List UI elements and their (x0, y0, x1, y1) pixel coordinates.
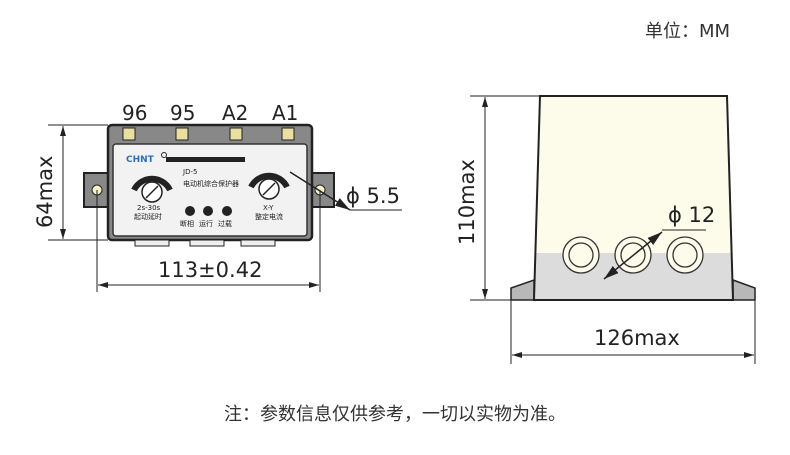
indicator-led-icon (185, 206, 195, 216)
front-height-dim: 64max (33, 156, 57, 228)
knob-scale-left (131, 175, 173, 192)
model-label: JD-5 (182, 168, 197, 176)
product-name: 电动机综合保护器 (183, 179, 239, 188)
body-outline (532, 95, 735, 301)
indicator-label: 过载 (218, 219, 232, 228)
label-strip (166, 157, 245, 162)
knob-scale-right (248, 172, 290, 189)
front-width-dim: 113±0.42 (158, 258, 262, 282)
brand-logo: CHNT (126, 155, 155, 165)
side-height-dim: 110max (455, 159, 479, 245)
footer-note: 注：参数信息仅供参考，一切以实物为准。 (224, 404, 566, 425)
indicator-led-icon (222, 206, 232, 216)
indicator-led-icon (203, 206, 213, 216)
cable-hole-dim: ϕ 12 (668, 203, 715, 227)
side-width-dim: 126max (594, 326, 680, 350)
terminal-label: 96 (122, 101, 147, 125)
terminal-screws (122, 127, 295, 141)
right-knob-label: 整定电流 (255, 212, 283, 221)
front-panel (112, 143, 308, 237)
left-knob-range: 2s-30s (137, 204, 161, 212)
unit-label: 单位：MM (645, 21, 730, 42)
indicator-label: 运行 (199, 219, 213, 228)
side-view: ϕ 12 110max 126max (455, 95, 756, 364)
front-view: 96 95 A2 A1 CHNT JD-5 电动机综合保护器 2s-30s (33, 101, 402, 292)
terminal-labels: 96 95 A2 A1 (122, 101, 298, 125)
terminal-label: A1 (272, 101, 298, 125)
body-upper (536, 96, 731, 253)
foot-left (510, 278, 535, 301)
terminal-label: A2 (222, 101, 248, 125)
right-knob-range: X-Y (263, 204, 274, 212)
terminal-label: 95 (170, 101, 195, 125)
left-knob-label: 起动延时 (134, 212, 162, 221)
foot-right (732, 278, 756, 301)
indicator-label: 断相 (180, 219, 194, 228)
mount-hole-dim: ϕ 5.5 (346, 184, 400, 208)
